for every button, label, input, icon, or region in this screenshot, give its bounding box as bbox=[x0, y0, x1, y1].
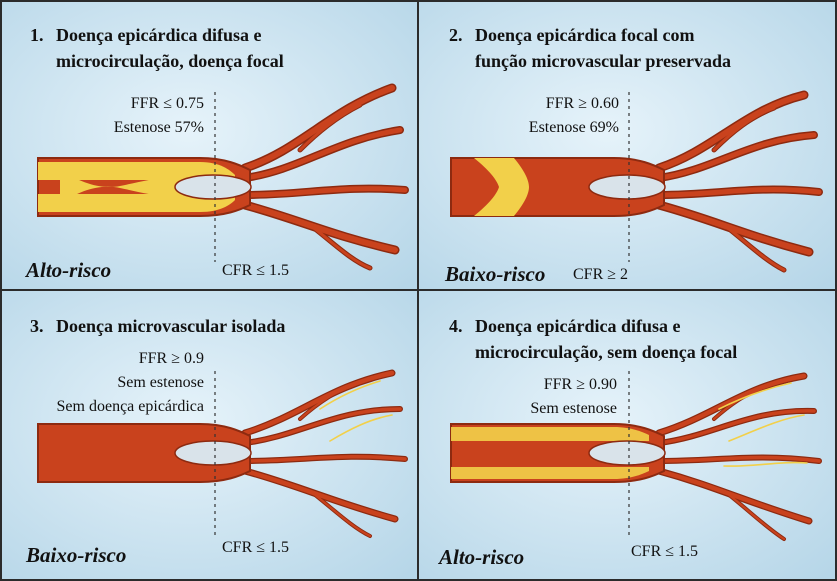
panel-3-title-line1: Doença microvascular isolada bbox=[56, 316, 285, 336]
panel-1-metrics: FFR ≤ 0.75 Estenose 57% bbox=[114, 92, 204, 140]
panel-2-title: 2.Doença epicárdica focal com função mic… bbox=[449, 22, 731, 74]
ffr-value: FFR ≤ 0.75 bbox=[114, 92, 204, 116]
panel-4-number: 4. bbox=[449, 313, 475, 339]
panel-1-title: 1.Doença epicárdica difusa e microcircul… bbox=[30, 22, 284, 74]
stenosis-value: Estenose 57% bbox=[114, 116, 204, 140]
panel-4: 4.Doença epicárdica difusa e microcircul… bbox=[419, 291, 837, 581]
panel-2-number: 2. bbox=[449, 22, 475, 48]
panel-1-title-line2: microcirculação, doença focal bbox=[30, 48, 284, 74]
panel-3-risk-label: Baixo-risco bbox=[26, 543, 126, 568]
panel-1-title-line1: Doença epicárdica difusa e bbox=[56, 25, 261, 45]
panel-3-metrics: FFR ≥ 0.9 Sem estenose Sem doença epicár… bbox=[57, 347, 204, 419]
panel-2-title-line1: Doença epicárdica focal com bbox=[475, 25, 694, 45]
panel-1: 1.Doença epicárdica difusa e microcircul… bbox=[0, 0, 418, 290]
ffr-value: FFR ≥ 0.9 bbox=[57, 347, 204, 371]
panel-1-risk-label: Alto-risco bbox=[26, 258, 111, 283]
panel-4-risk-label: Alto-risco bbox=[439, 545, 524, 570]
stenosis-value: Sem estenose bbox=[530, 397, 617, 421]
ffr-value: FFR ≥ 0.90 bbox=[530, 373, 617, 397]
panel-1-number: 1. bbox=[30, 22, 56, 48]
panel-4-cfr: CFR ≤ 1.5 bbox=[631, 543, 698, 561]
divider-horizontal bbox=[0, 289, 837, 291]
panel-4-title: 4.Doença epicárdica difusa e microcircul… bbox=[449, 313, 737, 365]
panel-4-metrics: FFR ≥ 0.90 Sem estenose bbox=[530, 373, 617, 421]
panel-3-number: 3. bbox=[30, 313, 56, 339]
panel-2: 2.Doença epicárdica focal com função mic… bbox=[419, 0, 837, 290]
panel-4-title-line1: Doença epicárdica difusa e bbox=[475, 316, 680, 336]
panel-3-cfr: CFR ≤ 1.5 bbox=[222, 539, 289, 557]
epicardial-disease-value: Sem doença epicárdica bbox=[57, 395, 204, 419]
panel-3: 3.Doença microvascular isolada FFR ≥ 0.9… bbox=[0, 291, 418, 581]
panel-2-risk-label: Baixo-risco bbox=[445, 262, 545, 287]
panel-2-metrics: FFR ≥ 0.60 Estenose 69% bbox=[529, 92, 619, 140]
stenosis-value: Sem estenose bbox=[57, 371, 204, 395]
panel-4-title-line2: microcirculação, sem doença focal bbox=[449, 339, 737, 365]
stenosis-value: Estenose 69% bbox=[529, 116, 619, 140]
panel-3-title: 3.Doença microvascular isolada bbox=[30, 313, 285, 339]
panel-2-cfr: CFR ≥ 2 bbox=[573, 266, 628, 284]
panel-1-cfr: CFR ≤ 1.5 bbox=[222, 262, 289, 280]
ffr-value: FFR ≥ 0.60 bbox=[529, 92, 619, 116]
panel-2-title-line2: função microvascular preservada bbox=[449, 48, 731, 74]
